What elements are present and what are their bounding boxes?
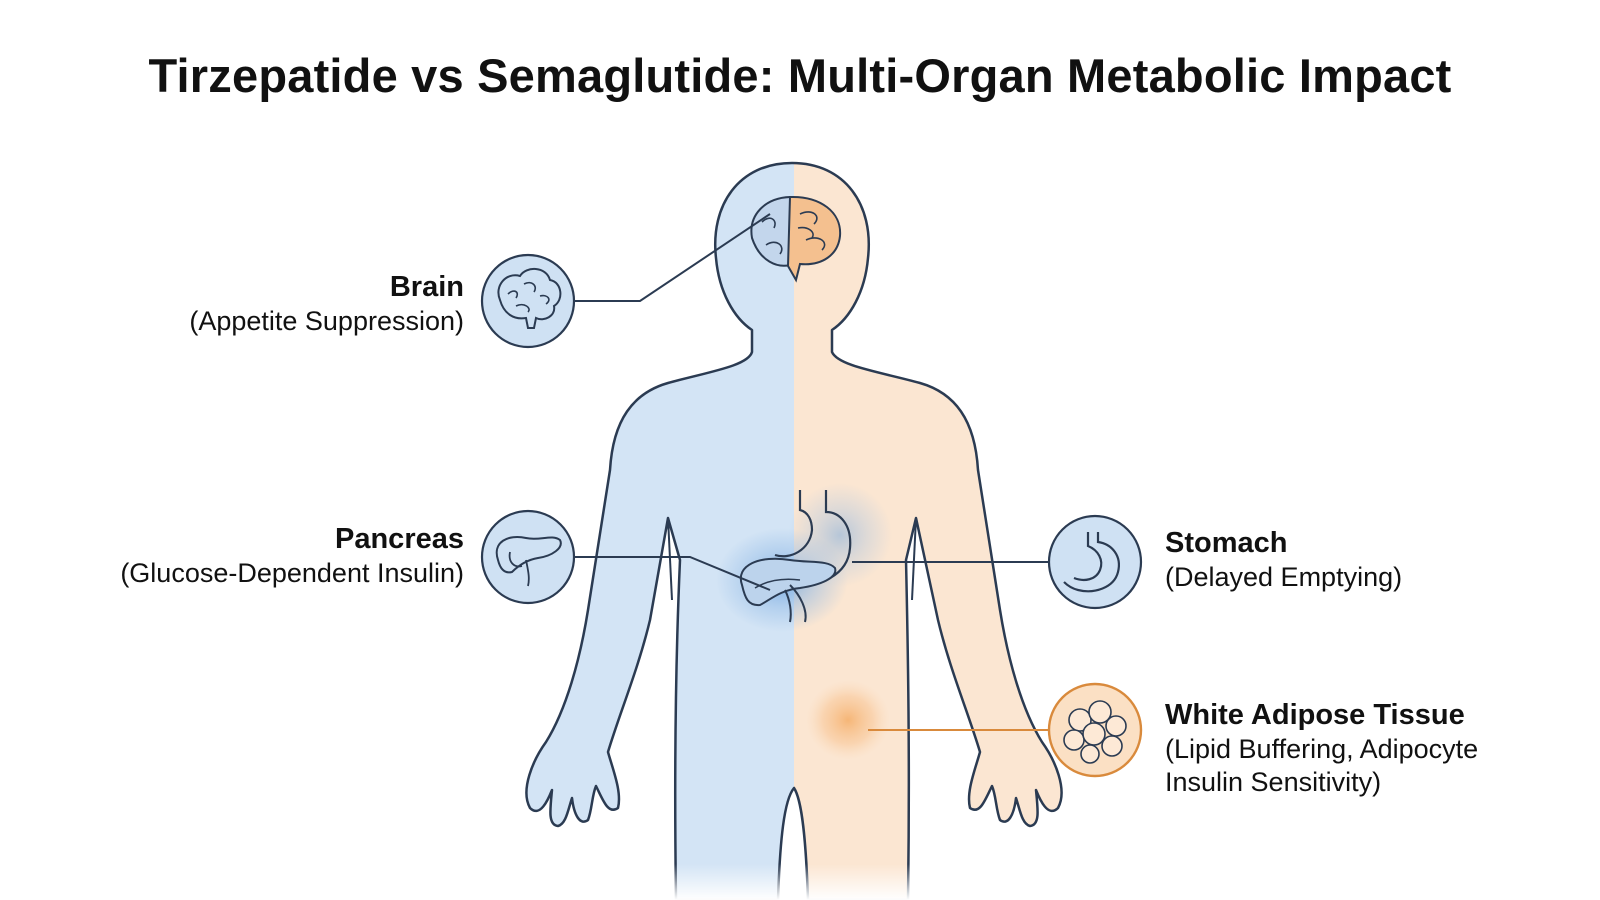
adipose-label: White Adipose Tissue (Lipid Buffering, A… — [1165, 698, 1478, 799]
brain-label: Brain (Appetite Suppression) — [189, 270, 464, 338]
brain-effect: (Appetite Suppression) — [189, 306, 464, 337]
fat-cells-icon — [1047, 682, 1143, 778]
brain-leader-line — [562, 213, 771, 302]
bottom-fade — [500, 700, 1100, 900]
pancreas-label: Pancreas (Glucose-Dependent Insulin) — [120, 522, 464, 590]
adipose-effect-line1: (Lipid Buffering, Adipocyte — [1165, 734, 1479, 765]
pancreas-icon — [480, 509, 576, 605]
page-title: Tirzepatide vs Semaglutide: Multi-Organ … — [148, 49, 1452, 102]
pancreas-name: Pancreas — [335, 523, 464, 555]
stomach-label: Stomach (Delayed Emptying) — [1165, 526, 1402, 594]
stomach-effect: (Delayed Emptying) — [1165, 562, 1403, 593]
stomach-icon — [1047, 514, 1143, 610]
brain-name: Brain — [389, 271, 464, 303]
pancreas-leader-line — [562, 556, 771, 591]
stomach-name: Stomach — [1165, 527, 1288, 559]
pancreas-effect: (Glucose-Dependent Insulin) — [120, 558, 464, 589]
adipose-name: White Adipose Tissue — [1165, 699, 1465, 731]
brain-icon — [480, 253, 576, 349]
adipose-effect-line2: Insulin Sensitivity) — [1165, 767, 1382, 798]
brain-organ — [750, 195, 842, 283]
